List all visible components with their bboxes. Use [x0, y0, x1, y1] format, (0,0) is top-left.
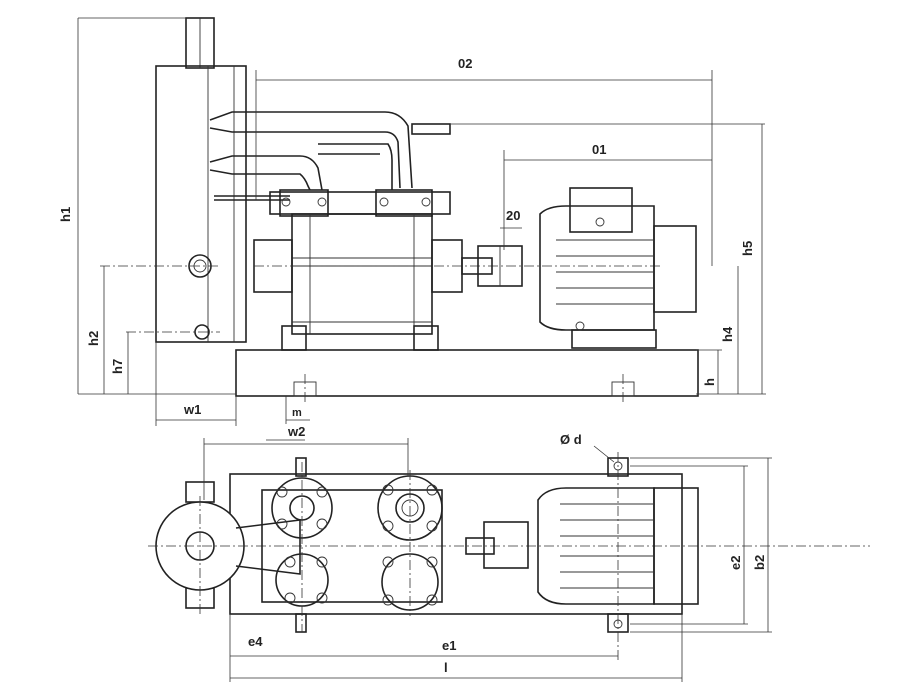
- plan-base: [229, 473, 683, 615]
- dim-label-h5: h5: [740, 241, 755, 256]
- dim-label-h1: h1: [58, 207, 73, 222]
- dim-label-h2: h2: [86, 331, 101, 346]
- coupling: [461, 245, 523, 287]
- separator-tank: [100, 17, 247, 343]
- plan-motor: [537, 452, 699, 660]
- motor: [539, 187, 697, 349]
- dim-label-h7: h7: [110, 359, 125, 374]
- dim-label-h: h: [702, 378, 717, 386]
- plan-tank: [148, 481, 870, 614]
- dim-label-l: l: [444, 660, 448, 675]
- dim-label-e2: e2: [728, 556, 743, 570]
- dim-label-od: Ø d: [560, 432, 582, 447]
- dim-label-w1: w1: [183, 402, 201, 417]
- pipework: [209, 111, 451, 201]
- dim-label-b2: b2: [752, 555, 767, 570]
- plan-view: Ø d e2 b2 e4 e1 l: [148, 432, 870, 682]
- dim-label-m: m: [292, 407, 302, 419]
- dim-label-e4: e4: [248, 634, 263, 649]
- dim-label-h4: h4: [720, 326, 735, 342]
- side-dimensions: [77, 17, 766, 441]
- side-view: h1 h2 h7 02 01 20 h5 h4 h w1 m w2: [58, 17, 766, 441]
- dim-label-02: 02: [458, 56, 472, 71]
- dim-label-01: 01: [592, 142, 606, 157]
- pump-body: [253, 189, 660, 351]
- dim-label-e1: e1: [442, 638, 456, 653]
- dim-label-20: 20: [506, 208, 520, 223]
- plan-coupling: [465, 521, 529, 569]
- base-plate: [235, 349, 699, 404]
- plan-pump: [261, 457, 443, 633]
- dim-label-w2: w2: [287, 424, 305, 439]
- plan-dimensions: [203, 438, 772, 682]
